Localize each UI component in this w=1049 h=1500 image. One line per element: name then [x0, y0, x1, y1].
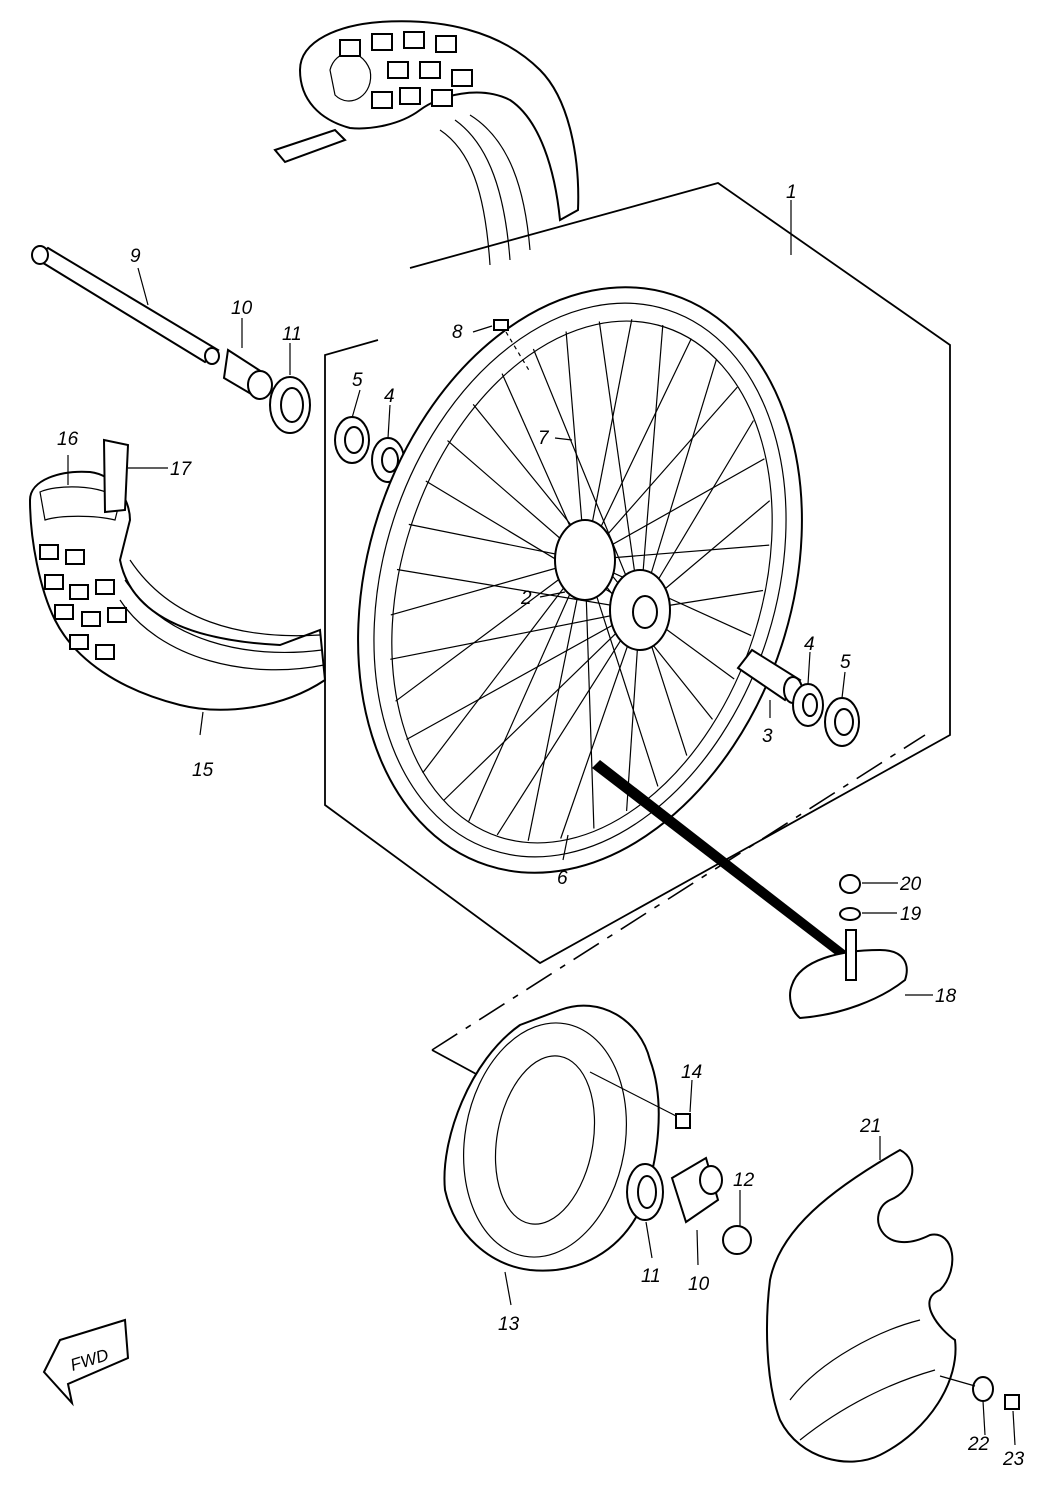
dust-seal-upper — [269, 376, 311, 434]
callout-5-left: 5 — [352, 370, 363, 391]
spoke — [468, 559, 586, 822]
spoke — [532, 348, 641, 611]
cover-bolt — [939, 1375, 1020, 1410]
bearing-right — [792, 683, 824, 727]
callout-13: 13 — [498, 1314, 520, 1335]
axle-collar-lower — [670, 1156, 723, 1224]
spoke — [560, 609, 641, 839]
nut — [839, 874, 861, 894]
callout-12: 12 — [733, 1170, 755, 1191]
callout-17: 17 — [170, 459, 193, 480]
callout-15: 15 — [192, 760, 214, 781]
callout-9: 9 — [130, 246, 141, 267]
callout-16: 16 — [57, 429, 79, 450]
leader-lines — [67, 200, 1016, 1446]
upper-tire — [273, 20, 580, 266]
callout-6: 6 — [557, 868, 568, 889]
disc-cover — [766, 1148, 957, 1463]
rim-lock-leader — [592, 760, 855, 962]
spoke — [584, 338, 692, 561]
rim-strip — [102, 438, 130, 514]
wheel-assembly-outline — [324, 182, 951, 1076]
axle-collar-upper — [222, 348, 273, 400]
callout-23: 23 — [1002, 1449, 1025, 1470]
spoke — [639, 359, 717, 611]
callout-22: 22 — [967, 1434, 990, 1455]
callout-10-upper: 10 — [231, 298, 253, 319]
callout-11-upper: 11 — [282, 324, 302, 345]
front-tire — [28, 470, 327, 711]
spoke — [406, 609, 641, 741]
callout-3: 3 — [762, 726, 773, 747]
callout-2: 2 — [520, 588, 532, 609]
spoke — [396, 568, 641, 611]
spoke — [443, 609, 641, 801]
callout-11-lower: 11 — [641, 1266, 661, 1287]
spoke — [639, 325, 664, 611]
callout-5-right: 5 — [840, 652, 851, 673]
spoke — [496, 609, 641, 836]
brake-disc — [443, 1004, 660, 1272]
spoke — [584, 319, 633, 561]
disc-bolt — [589, 1071, 691, 1129]
dust-seal-lower — [626, 1163, 664, 1221]
spoke — [584, 386, 738, 561]
spoke — [395, 559, 586, 702]
callout-labels: 1 2 3 4 4 5 5 6 7 8 9 10 10 11 11 12 13 … — [57, 182, 1025, 1470]
oil-seal-right — [824, 697, 860, 747]
spoke — [390, 559, 586, 616]
oil-seal-left — [334, 416, 370, 464]
front-axle — [31, 245, 220, 365]
callout-4-left: 4 — [384, 386, 395, 407]
callout-7: 7 — [538, 428, 550, 449]
callout-10-lower: 10 — [688, 1274, 710, 1295]
callout-18: 18 — [935, 986, 957, 1007]
spoke — [598, 321, 641, 611]
spoke-nipple — [493, 319, 531, 373]
washer — [839, 907, 861, 921]
spoke — [422, 559, 586, 774]
callout-4-right: 4 — [804, 634, 815, 655]
spoke — [584, 458, 765, 561]
wheel-hub — [554, 519, 671, 651]
spoke — [584, 559, 595, 829]
axle-nut — [722, 1225, 752, 1255]
callout-19: 19 — [900, 904, 922, 925]
spoke — [527, 559, 586, 841]
callout-14: 14 — [681, 1062, 702, 1083]
rim-lock — [789, 929, 908, 1020]
callout-1: 1 — [786, 182, 797, 203]
cover-washer — [972, 1376, 994, 1402]
forward-direction-badge: FWD — [42, 1318, 130, 1407]
callout-8: 8 — [452, 322, 463, 343]
callout-20: 20 — [899, 874, 922, 895]
callout-21: 21 — [859, 1116, 881, 1137]
spoke — [390, 609, 641, 660]
